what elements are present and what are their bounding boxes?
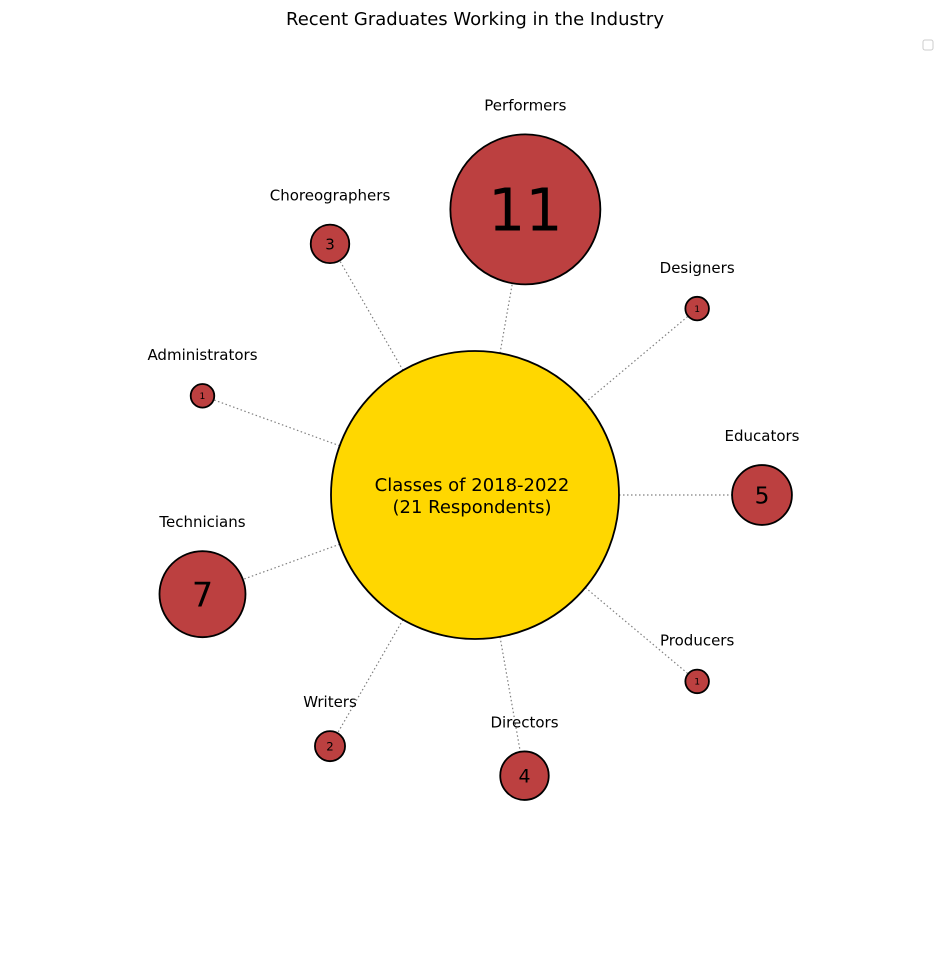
connector-directors: [474, 494, 526, 776]
node-circle-educators: [731, 464, 793, 526]
node-administrators: 1 Administrators: [147, 346, 258, 409]
node-circle-choreographers: [309, 223, 351, 265]
center-circle: [330, 350, 620, 640]
node-performers: 11 Performers: [449, 96, 602, 286]
node-label-directors: Directors: [490, 713, 558, 731]
node-label-writers: Writers: [303, 693, 357, 711]
node-value-directors: 4: [518, 765, 530, 787]
node-value-producers: 1: [694, 677, 700, 688]
center-label-line-1: Classes of 2018-2022: [375, 475, 570, 496]
node-value-educators: 5: [755, 482, 770, 509]
node-label-administrators: Administrators: [147, 346, 257, 364]
node-circle-directors: [499, 750, 550, 801]
node-circle-performers: [449, 133, 602, 286]
node-producers: 1 Producers: [660, 632, 734, 695]
node-circle-administrators: [189, 383, 216, 409]
node-circle-designers: [684, 295, 710, 322]
node-directors: 4 Directors: [490, 713, 559, 801]
node-designers: 1 Designers: [660, 259, 735, 322]
node-label-choreographers: Choreographers: [270, 187, 391, 205]
node-circle-technicians: [158, 550, 247, 639]
node-value-administrators: 1: [200, 391, 206, 402]
node-label-producers: Producers: [660, 632, 734, 650]
node-value-choreographers: 3: [325, 235, 335, 253]
node-circle-producers: [684, 668, 710, 695]
category-nodes: 11Performers1Designers5Educators1Produce…: [147, 96, 800, 801]
center-label-line-2: (21 Respondents): [392, 497, 551, 518]
node-technicians: 7 Technicians: [158, 513, 247, 639]
node-educators: 5 Educators: [725, 427, 800, 526]
node-value-writers: 2: [326, 739, 333, 753]
node-writers: 2 Writers: [303, 693, 357, 763]
node-label-educators: Educators: [725, 427, 800, 445]
center-node: Classes of 2018-2022(21 Respondents): [330, 350, 620, 640]
node-circle-writers: [314, 730, 346, 763]
legend: [922, 39, 934, 51]
node-label-designers: Designers: [660, 259, 735, 277]
node-label-performers: Performers: [484, 96, 566, 114]
node-value-technicians: 7: [192, 575, 213, 614]
node-label-technicians: Technicians: [158, 513, 245, 531]
node-choreographers: 3 Choreographers: [270, 187, 391, 265]
chart-title: Recent Graduates Working in the Industry: [286, 9, 664, 30]
node-value-designers: 1: [694, 304, 700, 315]
node-value-performers: 11: [488, 176, 562, 244]
